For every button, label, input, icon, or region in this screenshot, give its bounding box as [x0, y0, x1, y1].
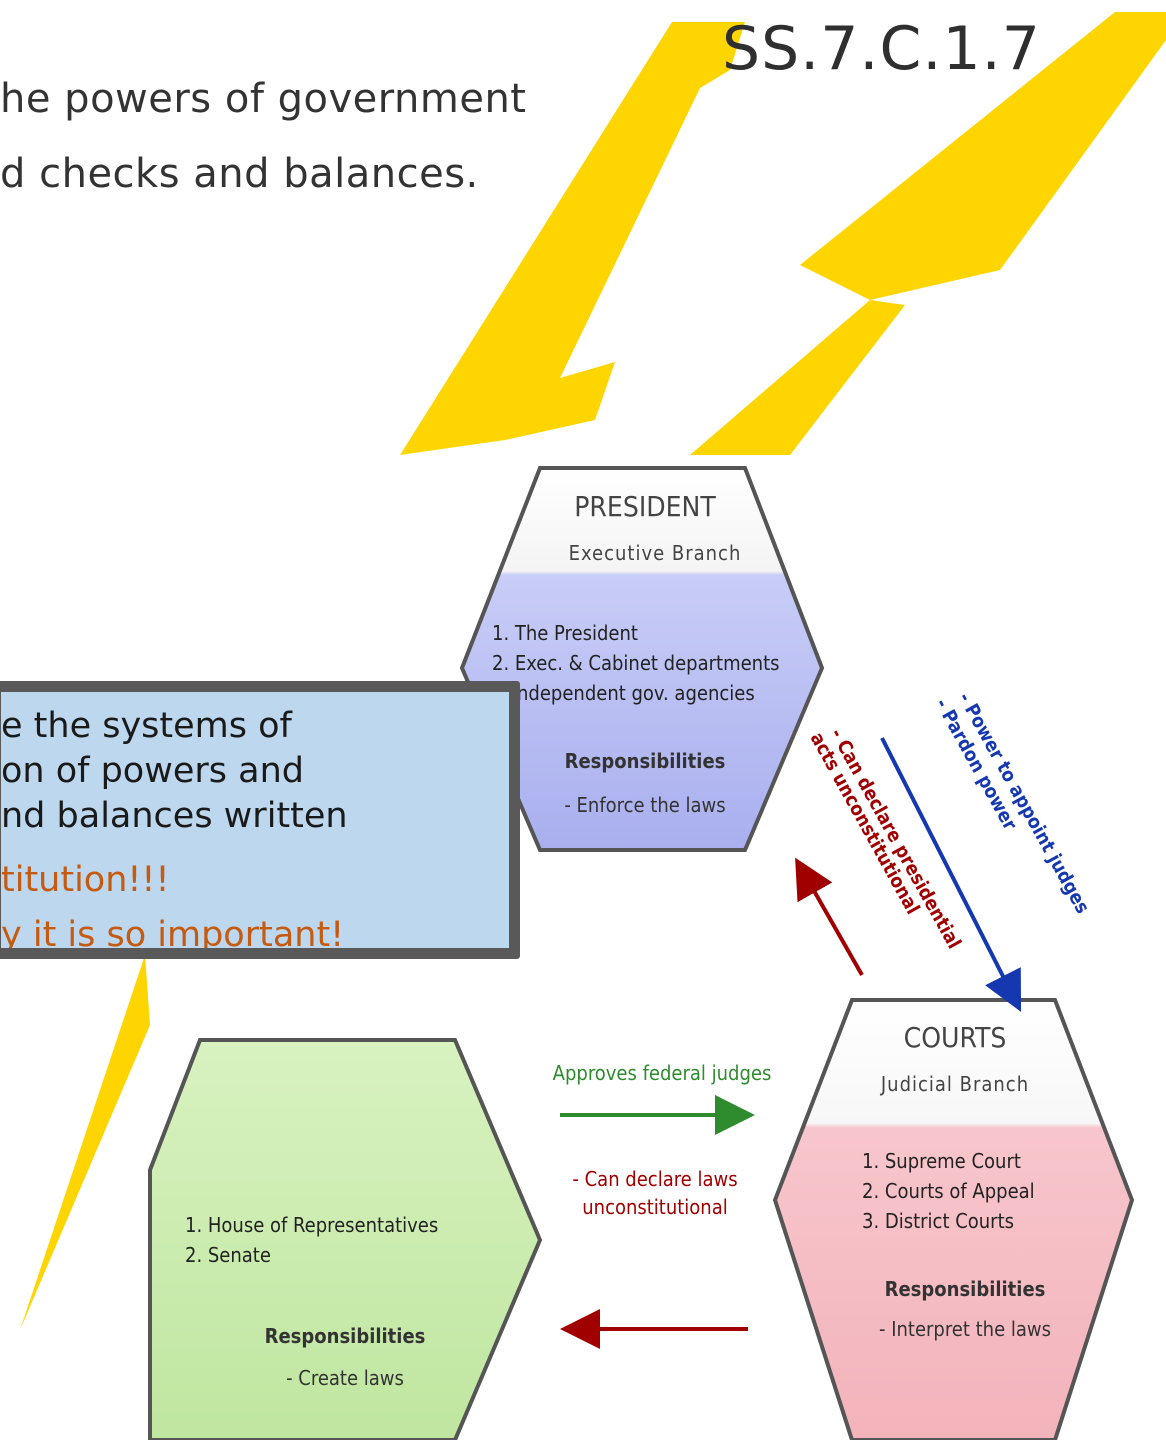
courts-title: COURTS	[904, 1021, 1007, 1054]
callout-line-2: on of powers and	[1, 751, 304, 791]
declare-presidential-label-1: - Can declare presidential	[826, 725, 966, 953]
congress-responsibilities-label: Responsibilities	[265, 1324, 426, 1348]
congress-item-1: 1. House of Representatives	[185, 1213, 438, 1237]
lightning-bolt-bottom	[20, 955, 150, 1330]
president-item-3: ndependent gov. agencies	[517, 681, 755, 705]
courts-item-3: 3. District Courts	[862, 1209, 1014, 1233]
congress-hexagon	[148, 1038, 543, 1440]
courts-branch: Judicial Branch	[880, 1072, 1029, 1096]
courts-hexagon	[772, 998, 1135, 1440]
courts-item-2: 2. Courts of Appeal	[862, 1179, 1035, 1203]
callout-line-3: nd balances written	[1, 796, 348, 836]
approves-judges-label: Approves federal judges	[553, 1061, 772, 1085]
slide-title-line-2: d checks and balances.	[0, 151, 479, 197]
standard-code: SS.7.C.1.7	[722, 14, 1041, 84]
courts-responsibilities-label: Responsibilities	[885, 1277, 1046, 1301]
declare-laws-label-1: - Can declare laws	[572, 1167, 737, 1191]
congress-item-2: 2. Senate	[185, 1243, 271, 1267]
lightning-bolt-right	[690, 12, 1166, 455]
appoint-judges-label-1: - Power to appoint judges	[954, 689, 1094, 918]
slide-title-line-1: he powers of government	[0, 76, 527, 122]
president-hexagon	[459, 466, 825, 852]
president-title: PRESIDENT	[574, 490, 716, 523]
appoint-judges-arrow	[880, 737, 1022, 1012]
congress-responsibility: - Create laws	[286, 1366, 404, 1390]
callout-line-4: titution!!!	[1, 860, 170, 900]
president-responsibilities-label: Responsibilities	[565, 749, 726, 773]
courts-responsibility: - Interpret the laws	[879, 1317, 1051, 1341]
callout-box: e the systems of on of powers and nd bal…	[0, 681, 520, 959]
callout-line-5: y it is so important!	[1, 915, 345, 955]
president-item-1: 1. The President	[492, 621, 638, 645]
courts-item-1: 1. Supreme Court	[862, 1149, 1021, 1173]
declare-presidential-arrow	[795, 857, 864, 976]
lightning-bolt-left	[400, 22, 745, 455]
declare-presidential-label-2: acts unconstitutional	[806, 729, 924, 918]
president-branch: Executive Branch	[569, 541, 742, 565]
president-item-2: 2. Exec. & Cabinet departments	[492, 651, 780, 675]
callout-line-1: e the systems of	[1, 706, 292, 746]
declare-laws-label-2: unconstitutional	[582, 1195, 728, 1219]
president-responsibility: - Enforce the laws	[564, 793, 725, 817]
